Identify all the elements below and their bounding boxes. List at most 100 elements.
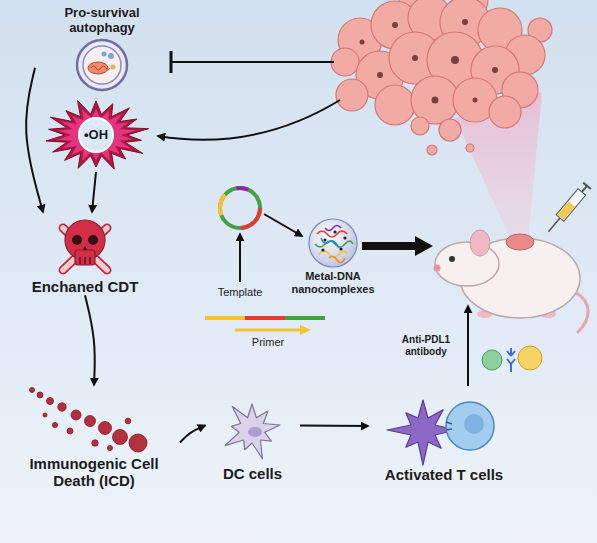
node-label: •OH [84, 128, 108, 143]
dying-cell-fragment [129, 434, 147, 452]
mouse [449, 256, 455, 262]
flow-arrow [26, 68, 43, 212]
dying-cell-fragment [47, 398, 54, 405]
dying-cell-fragment [30, 388, 35, 393]
dying-cell-fragment [71, 410, 81, 420]
plasmid [220, 188, 260, 228]
injection-arrow [362, 236, 433, 256]
flow-arrow [85, 295, 95, 385]
checkpoint-cells [507, 348, 515, 356]
burst-outer [46, 101, 149, 170]
node-icon [205, 395, 300, 465]
metal-ion [343, 236, 346, 239]
t-cell [446, 402, 494, 450]
inhibition-line [170, 51, 173, 73]
tumor-cluster [439, 119, 461, 141]
checkpoint-cells [482, 350, 502, 370]
dying-cell-fragment [99, 422, 112, 435]
assembly-arrow [264, 214, 302, 236]
node-icon [368, 388, 520, 466]
tumor-particles [377, 72, 383, 78]
metal-ion [339, 247, 342, 250]
tumor-particles [360, 40, 365, 45]
template-strand [285, 316, 325, 320]
checkpoint-cells [482, 346, 542, 372]
tumor-particles [412, 55, 418, 61]
treatment-arrow [468, 306, 469, 386]
skull-eye [72, 235, 82, 245]
node-label: Immunogenic Cell Death (ICD) [10, 455, 178, 490]
tumor-particles [360, 19, 499, 104]
inhibition-line [172, 61, 334, 63]
flow-arrow [300, 425, 368, 428]
template-strand [205, 316, 325, 320]
cell-nucleus [464, 414, 484, 434]
tumor-particles [432, 97, 439, 104]
dna-strand [317, 231, 347, 237]
primer-strand [235, 325, 311, 335]
node-icon [285, 216, 381, 270]
autophagosome-inner [83, 46, 121, 84]
template-arrow [239, 234, 241, 282]
syringe [548, 218, 560, 232]
tumor-particles [462, 19, 468, 25]
checkpoint-cells [518, 346, 542, 370]
dendritic-cell [225, 404, 280, 459]
inhibition-line [171, 51, 334, 73]
tumor-cluster [375, 85, 415, 125]
burst-node: •OH [40, 98, 152, 172]
cargo-dot [111, 64, 116, 69]
autophagosome-membrane [77, 40, 127, 90]
dna-strand [329, 256, 345, 262]
mouse [506, 234, 534, 250]
syringe [582, 186, 587, 192]
dying-cell-fragment [92, 440, 98, 446]
icon-node: DC cells [205, 395, 300, 482]
node-label: DC cells [223, 465, 282, 482]
treatment-arrow [467, 306, 469, 386]
dying-cell-fragment [37, 392, 43, 398]
node-label: Enchaned CDT [32, 278, 139, 295]
template-strand [245, 316, 285, 320]
mouse [434, 230, 589, 332]
icon-node: Pro-survival autophagy [35, 6, 169, 92]
syringe [556, 189, 586, 221]
receptor [446, 422, 452, 430]
dying-cell-fragment [58, 403, 66, 411]
icon-node: Enchaned CDT [15, 212, 155, 295]
radical-core [79, 118, 113, 152]
syringe [583, 183, 591, 189]
checkpoint-cells [507, 359, 515, 372]
skull-nose [83, 246, 87, 250]
dna-strand [321, 238, 339, 248]
annotation-label: Template [200, 286, 280, 299]
flow-arrow [180, 426, 205, 443]
template-arrow [240, 234, 241, 282]
syringe [558, 202, 575, 220]
tumor-cluster [489, 96, 521, 128]
template-strand [205, 316, 245, 320]
tumor-particles [392, 22, 398, 28]
dying-cell-fragment [108, 446, 113, 451]
tumor-cluster [411, 117, 429, 135]
tumor-arrow [158, 100, 340, 140]
metal-ion [321, 248, 324, 251]
dying-cell-fragment [52, 422, 57, 427]
icon-node: Activated T cells [368, 388, 520, 483]
tumor-particles [473, 98, 478, 103]
dying-cell-fragment [67, 428, 73, 434]
mitochondrion-cristae [91, 66, 110, 70]
burst-inner [57, 109, 136, 162]
dna-strand [325, 226, 341, 231]
node-label: Activated T cells [385, 466, 503, 483]
mouse [575, 292, 588, 332]
annotation-label: Primer [238, 336, 298, 349]
cargo-dot [108, 53, 114, 59]
node-label: Metal-DNA nanocomplexes [285, 270, 381, 295]
tumor-cluster [427, 145, 437, 155]
dying-cell-fragment [43, 413, 47, 417]
plasmid [220, 188, 260, 228]
dying-cell-fragment [113, 430, 128, 445]
plasmid [220, 188, 260, 228]
icon-node: Metal-DNA nanocomplexes [283, 216, 383, 295]
